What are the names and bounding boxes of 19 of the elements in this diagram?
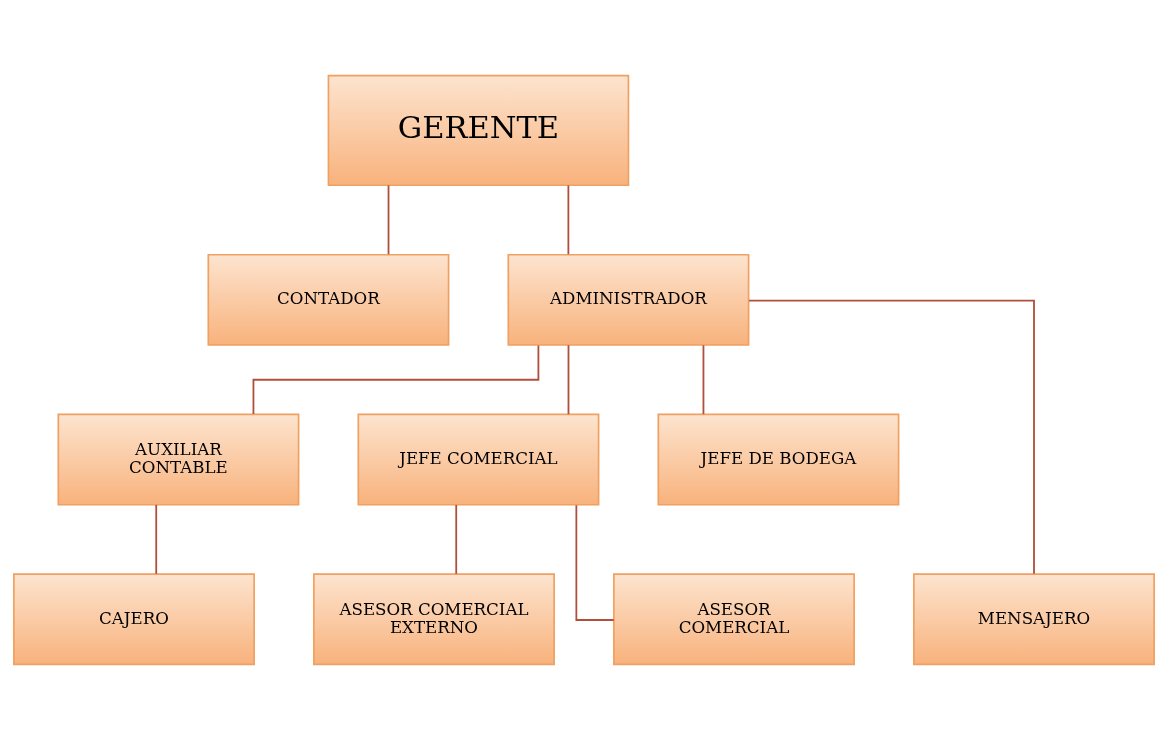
node-box: JEFE COMERCIAL <box>357 413 600 506</box>
connector <box>567 184 570 256</box>
connector <box>455 504 458 575</box>
connector <box>567 344 570 416</box>
node-box: CAJERO <box>13 573 255 666</box>
connector <box>252 344 540 415</box>
connector <box>702 344 705 416</box>
node-box: ASESOR COMERCIAL <box>613 573 855 666</box>
node-box: ASESOR COMERCIAL EXTERNO <box>313 573 555 666</box>
node-box: GERENTE <box>327 74 630 187</box>
connector <box>387 184 390 256</box>
connector <box>575 504 615 621</box>
node-box: JEFE DE BODEGA <box>657 413 900 506</box>
node-box: MENSAJERO <box>913 573 1155 666</box>
node-box: CONTADOR <box>207 253 450 346</box>
connector <box>155 504 158 575</box>
connector <box>748 299 1035 575</box>
node-box: ADMINISTRADOR <box>507 253 750 346</box>
node-box: AUXILIAR CONTABLE <box>57 413 300 506</box>
